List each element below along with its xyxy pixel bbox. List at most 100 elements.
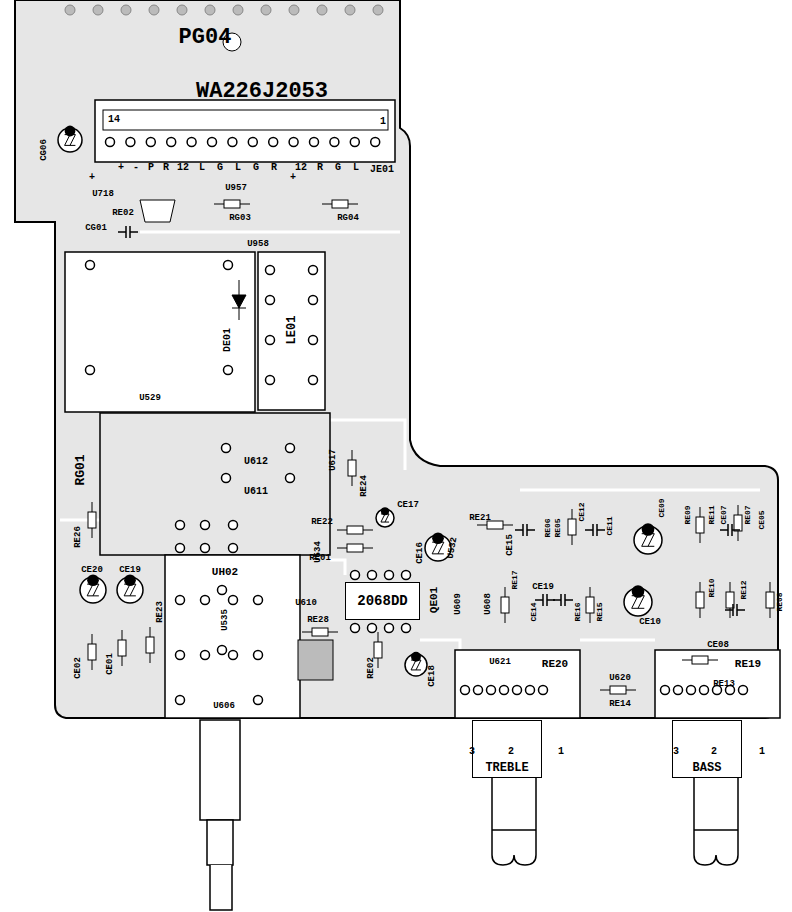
- trace: [330, 560, 345, 575]
- solder-pad: [368, 571, 377, 580]
- solder-pad: [309, 376, 318, 385]
- coil: [258, 252, 325, 410]
- part-reference: G: [335, 163, 341, 173]
- potentiometer-housing: [655, 650, 780, 718]
- part-reference: CE15: [506, 534, 515, 556]
- solder-pad: [126, 138, 135, 147]
- solder-pad: [286, 444, 295, 453]
- part-reference: U611: [244, 487, 268, 497]
- part-reference: CE20: [81, 566, 103, 575]
- solder-pad: [385, 624, 394, 633]
- part-reference: +: [118, 163, 124, 173]
- mounting-hole: [261, 5, 271, 15]
- electrolytic-capacitor: [58, 126, 82, 152]
- switch-body: [165, 555, 300, 718]
- resistor-symbol: [766, 582, 774, 618]
- resistor-body: [692, 656, 708, 664]
- part-reference: RE07: [744, 505, 752, 524]
- solder-pad: [86, 261, 95, 270]
- solder-pad: [201, 521, 210, 530]
- part-reference: CE17: [397, 501, 419, 510]
- resistor-symbol: [600, 686, 636, 694]
- solder-pad: [201, 651, 210, 660]
- part-reference: U608: [484, 593, 493, 615]
- solder-pad: [402, 624, 411, 633]
- solder-pad: [661, 686, 670, 695]
- diode-symbol: [232, 280, 246, 320]
- part-reference: RG03: [229, 214, 251, 223]
- solder-pad: [739, 686, 748, 695]
- solder-pad: [513, 686, 522, 695]
- electrolytic-capacitor: [405, 652, 427, 676]
- polarity-dot: [65, 126, 76, 137]
- ceramic-capacitor: [720, 524, 740, 536]
- node-label: 2068DD: [357, 594, 407, 608]
- resistor-body: [146, 637, 154, 653]
- part-reference: U609: [454, 593, 463, 615]
- resistor-body: [696, 517, 704, 533]
- part-reference: CE12: [578, 502, 586, 521]
- part-reference: U606: [213, 702, 235, 711]
- part-reference: U534: [314, 541, 323, 563]
- switch-lever: [210, 865, 232, 910]
- switch-collar: [200, 720, 240, 820]
- trace: [580, 639, 655, 642]
- part-reference: CG06: [40, 139, 49, 161]
- resistor-symbol: [734, 505, 742, 541]
- polarity-dot: [124, 574, 136, 586]
- part-reference: 2: [508, 747, 514, 757]
- part-reference: 2: [711, 747, 717, 757]
- potentiometer-housing: [455, 650, 580, 718]
- solder-pad: [222, 444, 231, 453]
- part-reference: CE19: [119, 566, 141, 575]
- solder-pad: [201, 544, 210, 553]
- board-marking: PG04: [179, 27, 232, 49]
- resistor-symbol: [214, 200, 250, 208]
- part-reference: L: [199, 163, 205, 173]
- ic-package: 2068DD: [345, 582, 420, 620]
- resistor-body: [347, 526, 363, 534]
- resistor-symbol: [348, 450, 356, 486]
- part-reference: R: [163, 163, 169, 173]
- solder-pad: [254, 696, 263, 705]
- part-reference: 1: [558, 747, 564, 757]
- resistor-body: [312, 628, 328, 636]
- mounting-hole: [65, 5, 75, 15]
- part-reference: RE24: [360, 475, 369, 497]
- part-reference: U529: [139, 394, 161, 403]
- part-reference: 12: [177, 163, 189, 173]
- resistor-body: [568, 519, 576, 535]
- solder-pad: [176, 696, 185, 705]
- solder-pad: [309, 336, 318, 345]
- part-reference: CE07: [720, 505, 728, 524]
- part-reference: RE08: [776, 592, 784, 611]
- solder-pad: [402, 571, 411, 580]
- part-reference: U621: [489, 658, 511, 667]
- part-reference: U612: [244, 457, 268, 467]
- part-reference: RE12: [740, 580, 748, 599]
- solder-pad: [266, 266, 275, 275]
- part-reference: RE22: [311, 518, 333, 527]
- solder-pad: [289, 138, 298, 147]
- part-reference: 3: [469, 747, 475, 757]
- solder-pad: [309, 266, 318, 275]
- resistor-symbol: [337, 526, 373, 534]
- polarity-dot: [87, 574, 99, 586]
- polarity-dot: [381, 507, 389, 515]
- polarity-dot: [632, 585, 645, 598]
- part-reference: CE11: [606, 516, 614, 535]
- part-reference: 12: [295, 163, 307, 173]
- solder-pad: [254, 596, 263, 605]
- solder-pad: [218, 646, 227, 655]
- solder-pad: [500, 686, 509, 695]
- part-reference: RE19: [735, 659, 761, 670]
- part-reference: -: [133, 163, 139, 173]
- part-reference: CE08: [707, 641, 729, 650]
- part-reference: G: [253, 163, 259, 173]
- solder-pad: [351, 571, 360, 580]
- solder-pad: [224, 366, 233, 375]
- resistor-body: [118, 640, 126, 656]
- solder-pad: [330, 138, 339, 147]
- resistor-symbol: [337, 544, 373, 552]
